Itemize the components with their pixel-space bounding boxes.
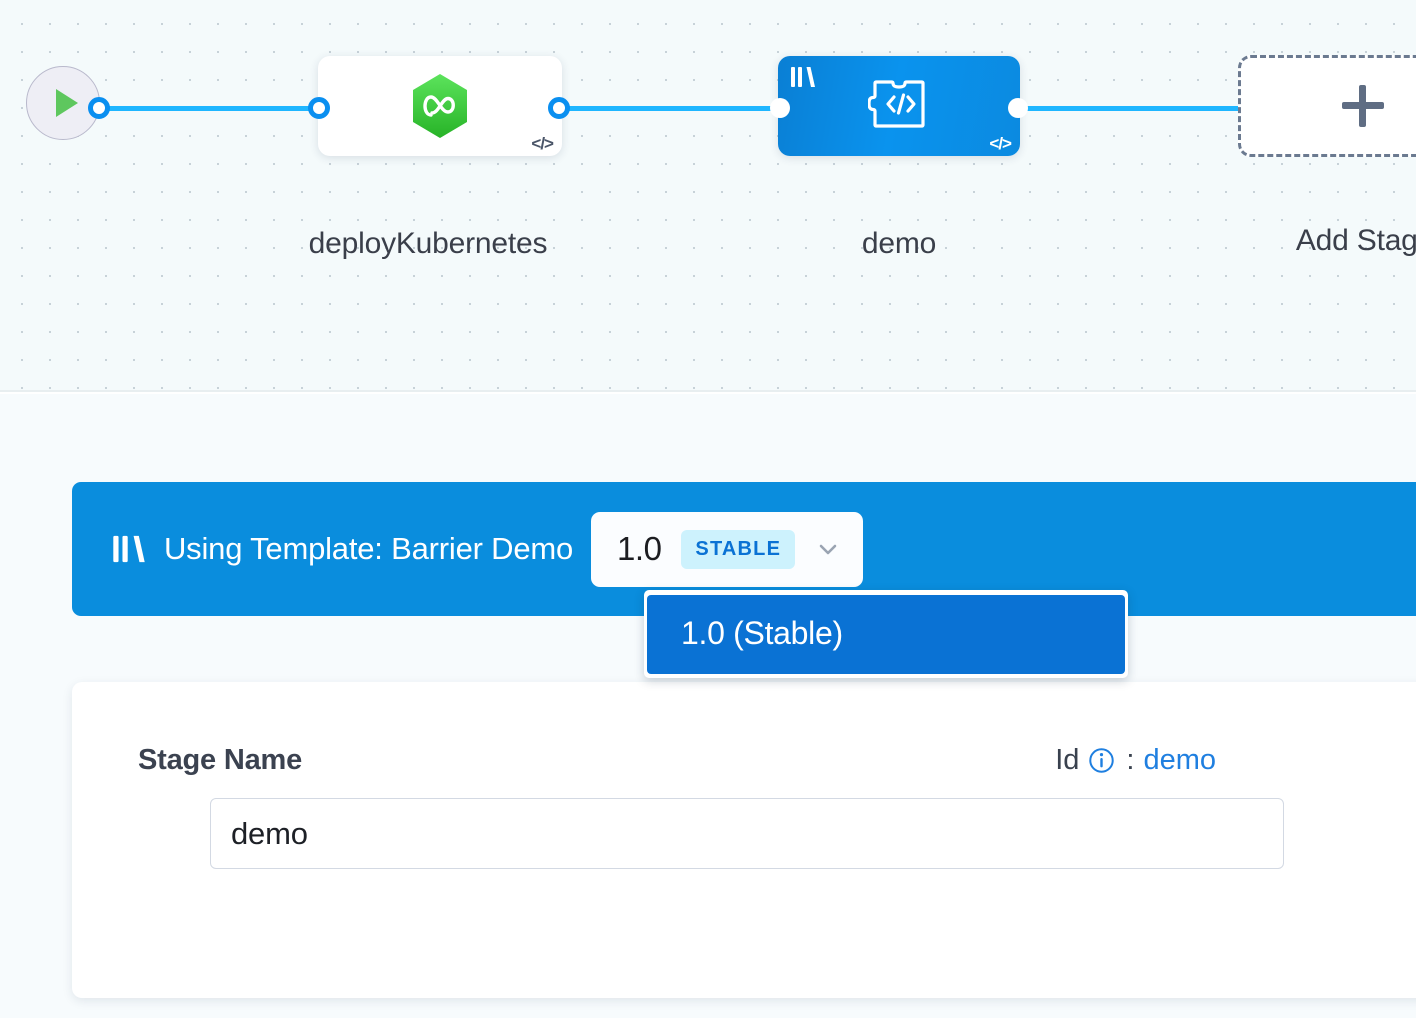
stage-label-deploykubernetes: deployKubernetes <box>308 227 548 260</box>
dropdown-option-1-0-stable[interactable]: 1.0 (Stable) <box>647 595 1125 674</box>
custom-stage-puzzle-icon <box>867 75 930 138</box>
pipeline-start-node[interactable] <box>26 66 100 140</box>
play-icon <box>56 89 78 117</box>
template-library-icon <box>790 66 816 88</box>
template-version-stable-badge: STABLE <box>681 529 796 569</box>
connector-dot-stage2-output[interactable] <box>1008 98 1028 118</box>
template-version-value: 1.0 <box>617 530 662 567</box>
info-circle-icon[interactable] <box>1088 747 1115 774</box>
using-template-label: Using Template: Barrier Demo <box>164 531 574 566</box>
add-stage-node[interactable] <box>1238 55 1416 157</box>
stage-id-value: demo <box>1143 744 1216 776</box>
chevron-down-icon[interactable] <box>815 536 841 562</box>
id-label: Id <box>1055 744 1080 776</box>
wire-stage1-to-stage2 <box>548 106 790 111</box>
id-separator: : <box>1126 744 1135 776</box>
connector-dot-stage2-input[interactable] <box>770 98 790 118</box>
stage-overview-card: Stage Name Id : demo <box>72 682 1416 998</box>
harness-cd-hexagon-icon <box>410 73 470 139</box>
stage-code-badge-icon: </> <box>989 134 1012 153</box>
stage-name-label: Stage Name <box>138 744 303 776</box>
stage-label-demo: demo <box>861 227 937 260</box>
stage-detail-panel: Using Template: Barrier Demo 1.0 STABLE … <box>0 394 1416 1018</box>
connector-dot-stage1-output[interactable] <box>548 97 570 119</box>
connector-dot-stage1-input[interactable] <box>308 97 330 119</box>
stage-code-badge-icon: </> <box>531 134 554 153</box>
connector-dot-start-output[interactable] <box>88 97 110 119</box>
wire-stage2-to-add <box>1004 106 1252 111</box>
wire-start-to-stage1 <box>100 106 332 111</box>
stage-node-demo[interactable]: </> <box>778 56 1020 156</box>
stage-name-row-header: Stage Name Id : demo <box>138 744 1216 777</box>
stage-node-deploykubernetes[interactable]: </> <box>318 56 562 156</box>
template-version-selector[interactable]: 1.0 STABLE <box>591 511 864 587</box>
add-stage-label: Add Stage <box>1295 224 1416 257</box>
pipeline-canvas[interactable]: </> deployKubernetes </ <box>0 0 1416 392</box>
plus-icon <box>1342 85 1384 127</box>
template-library-icon <box>112 534 146 564</box>
template-version-dropdown[interactable]: 1.0 (Stable) <box>644 590 1128 678</box>
stage-name-input[interactable] <box>210 798 1284 869</box>
stage-id-display: Id : demo <box>1055 744 1216 777</box>
